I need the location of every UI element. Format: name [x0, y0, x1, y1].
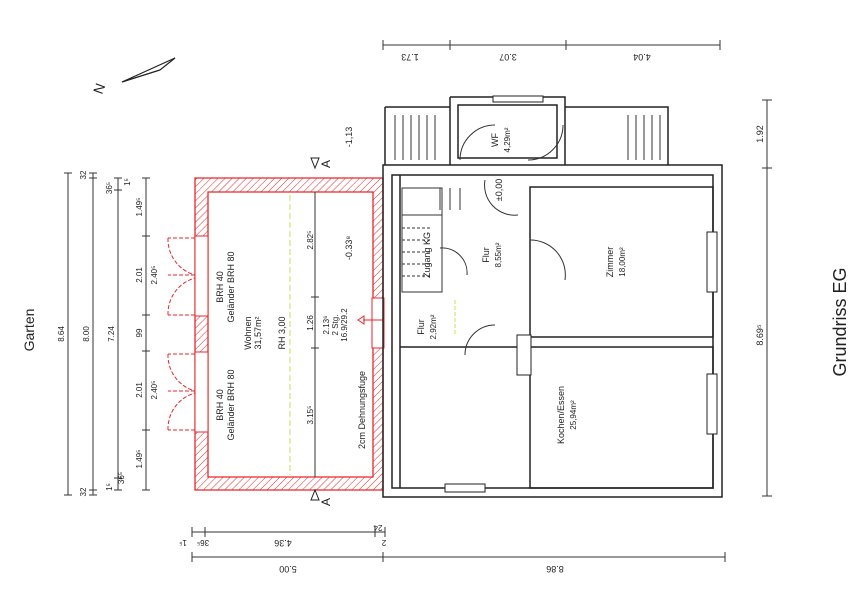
dim-label: 1⁵ [123, 178, 132, 186]
room-area-wf: 4,29m² [503, 127, 512, 152]
brh-label: BRH 40 [215, 271, 225, 303]
level-outside: -1,13 [344, 127, 354, 148]
steps-ratio: 16.9/29.2 [340, 308, 349, 342]
garden-label: Garten [21, 309, 37, 352]
level-eg: ±0,00 [494, 179, 504, 201]
plan-title: Grundriss EG [830, 267, 850, 376]
dim-label: 2.82⁵ [306, 231, 315, 250]
room-name-zimmer: Zimmer [605, 247, 615, 278]
dim-label: 3.07 [499, 52, 517, 62]
dim-label: 5.00 [279, 564, 297, 574]
dim-label: 4.36 [274, 538, 292, 548]
level-wohnen: -0.33⁸ [344, 236, 354, 261]
dim-label: 36⁵ [197, 538, 209, 547]
dim-label: 4.04 [633, 52, 651, 62]
dim-label: 1.26 [306, 315, 315, 331]
north-arrow-icon: N [90, 57, 176, 96]
dim-label: 8.86 [546, 564, 564, 574]
steps-count: 2 Stg. [331, 315, 340, 336]
room-area-flur-2: 2,92m² [429, 314, 438, 339]
railing-label: Geländer BRH 80 [226, 369, 236, 440]
dim-label: 1.92 [755, 125, 765, 143]
room-area-zimmer: 18,00m² [618, 247, 627, 277]
expansion-joint-label: 2cm Dehnungsfuge [357, 371, 367, 449]
right-dimension-chain: 1.92 8.69⁵ [755, 99, 772, 497]
existing-house [382, 95, 723, 498]
dim-label: 1.49⁵ [135, 198, 144, 217]
dim-label: 36⁵ [117, 472, 126, 484]
dim-label: 8.64 [57, 326, 66, 342]
dim-label: 8.69⁵ [755, 324, 765, 346]
dim-label: 1⁵ [179, 538, 187, 547]
dim-label: 2 [381, 538, 386, 547]
dim-label: 24 [373, 523, 382, 532]
bottom-dimension-chains: 1⁵ 36⁵ 4.36 24 2 5.00 8.86 [179, 523, 726, 574]
dim-label: 2.40⁵ [150, 381, 159, 400]
dim-label: 1⁵ [105, 483, 114, 491]
room-name-flur-2: Flur [416, 319, 426, 335]
railing-label: Geländer BRH 80 [226, 251, 236, 322]
dim-label: 99 [135, 328, 144, 337]
room-name-kochen: Kochen/Essen [556, 386, 566, 444]
left-dimension-chains: 32 8.64 32 8.00 36⁵ 7.24 36⁵ 1⁵ 1.49⁵ 2.… [57, 170, 159, 496]
basement-access-label: Zugang KG [422, 232, 432, 278]
steps-height: 2.13⁶ [322, 316, 331, 335]
room-name-wf: WF [490, 133, 500, 147]
section-marker-bottom: A [310, 488, 333, 506]
dim-label: 3.15⁵ [306, 406, 315, 425]
dim-label: 1.73 [401, 52, 419, 62]
extension-wohnen [167, 177, 385, 491]
room-area-flur: 8,55m² [494, 242, 503, 267]
svg-text:A: A [319, 498, 333, 506]
dim-label: 32 [79, 170, 88, 179]
dim-label: 36⁵ [105, 182, 114, 194]
dim-label: 2.01 [135, 267, 144, 283]
dim-label: 1.49⁵ [135, 450, 144, 469]
section-marker-top: A [310, 157, 333, 170]
top-dimension-chain: 1.73 3.07 4.04 [382, 40, 721, 62]
brh-label: BRH 40 [215, 389, 225, 421]
north-label: N [90, 81, 108, 96]
room-name-wohnen: Wohnen [243, 316, 253, 349]
room-area-kochen: 25,94m² [569, 400, 578, 430]
svg-text:A: A [319, 160, 333, 168]
dim-label: 2.01 [135, 382, 144, 398]
dim-label: 32 [79, 487, 88, 496]
dim-label: 8.00 [82, 326, 91, 342]
room-height-wohnen: RH 3,00 [277, 316, 287, 349]
room-name-flur: Flur [481, 247, 491, 263]
dim-label: 2.40⁵ [150, 266, 159, 285]
dim-label: 7.24 [107, 326, 116, 342]
room-area-wohnen: 31,57m² [253, 316, 263, 349]
